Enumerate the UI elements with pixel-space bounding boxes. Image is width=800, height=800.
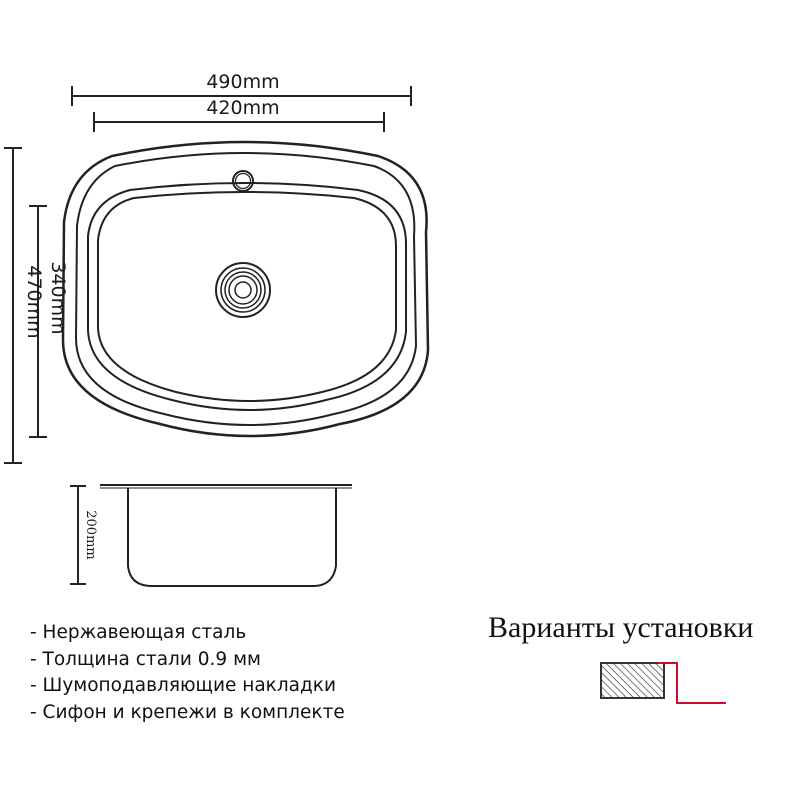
width-dimension-490 <box>71 86 412 106</box>
sink-rim-inner-line <box>74 152 418 426</box>
tap-hole <box>232 170 254 192</box>
installation-title: Варианты установки <box>488 611 754 644</box>
outer-depth-label: 470mm <box>23 265 45 338</box>
feature-item: - Нержавеющая сталь <box>30 622 247 643</box>
feature-item: - Шумоподавляющие накладки <box>30 675 336 696</box>
depth-dimension-340 <box>29 205 47 438</box>
bowl-height-label: 200mm <box>83 510 98 559</box>
outer-width-label: 490mm <box>206 71 279 93</box>
drain-icon <box>215 262 271 318</box>
feature-item: - Сифон и крепежи в комплекте <box>30 701 345 723</box>
inner-depth-label: 340mm <box>47 261 69 334</box>
bowl-outer-edge <box>87 182 407 411</box>
bowl-inner-edge <box>97 191 397 402</box>
height-dimension-200 <box>70 485 86 585</box>
sink-side-view <box>100 484 352 587</box>
sink-top-view <box>61 140 430 438</box>
inner-width-label: 420mm <box>206 97 279 119</box>
depth-dimension-470 <box>4 147 22 464</box>
width-dimension-420 <box>93 112 385 132</box>
feature-item: - Толщина стали 0.9 мм <box>30 648 261 670</box>
features-list: - Нержавеющая сталь - Толщина стали 0.9 … <box>30 620 345 726</box>
sink-outer-rim <box>61 140 430 438</box>
installation-variant-icon <box>600 662 726 704</box>
